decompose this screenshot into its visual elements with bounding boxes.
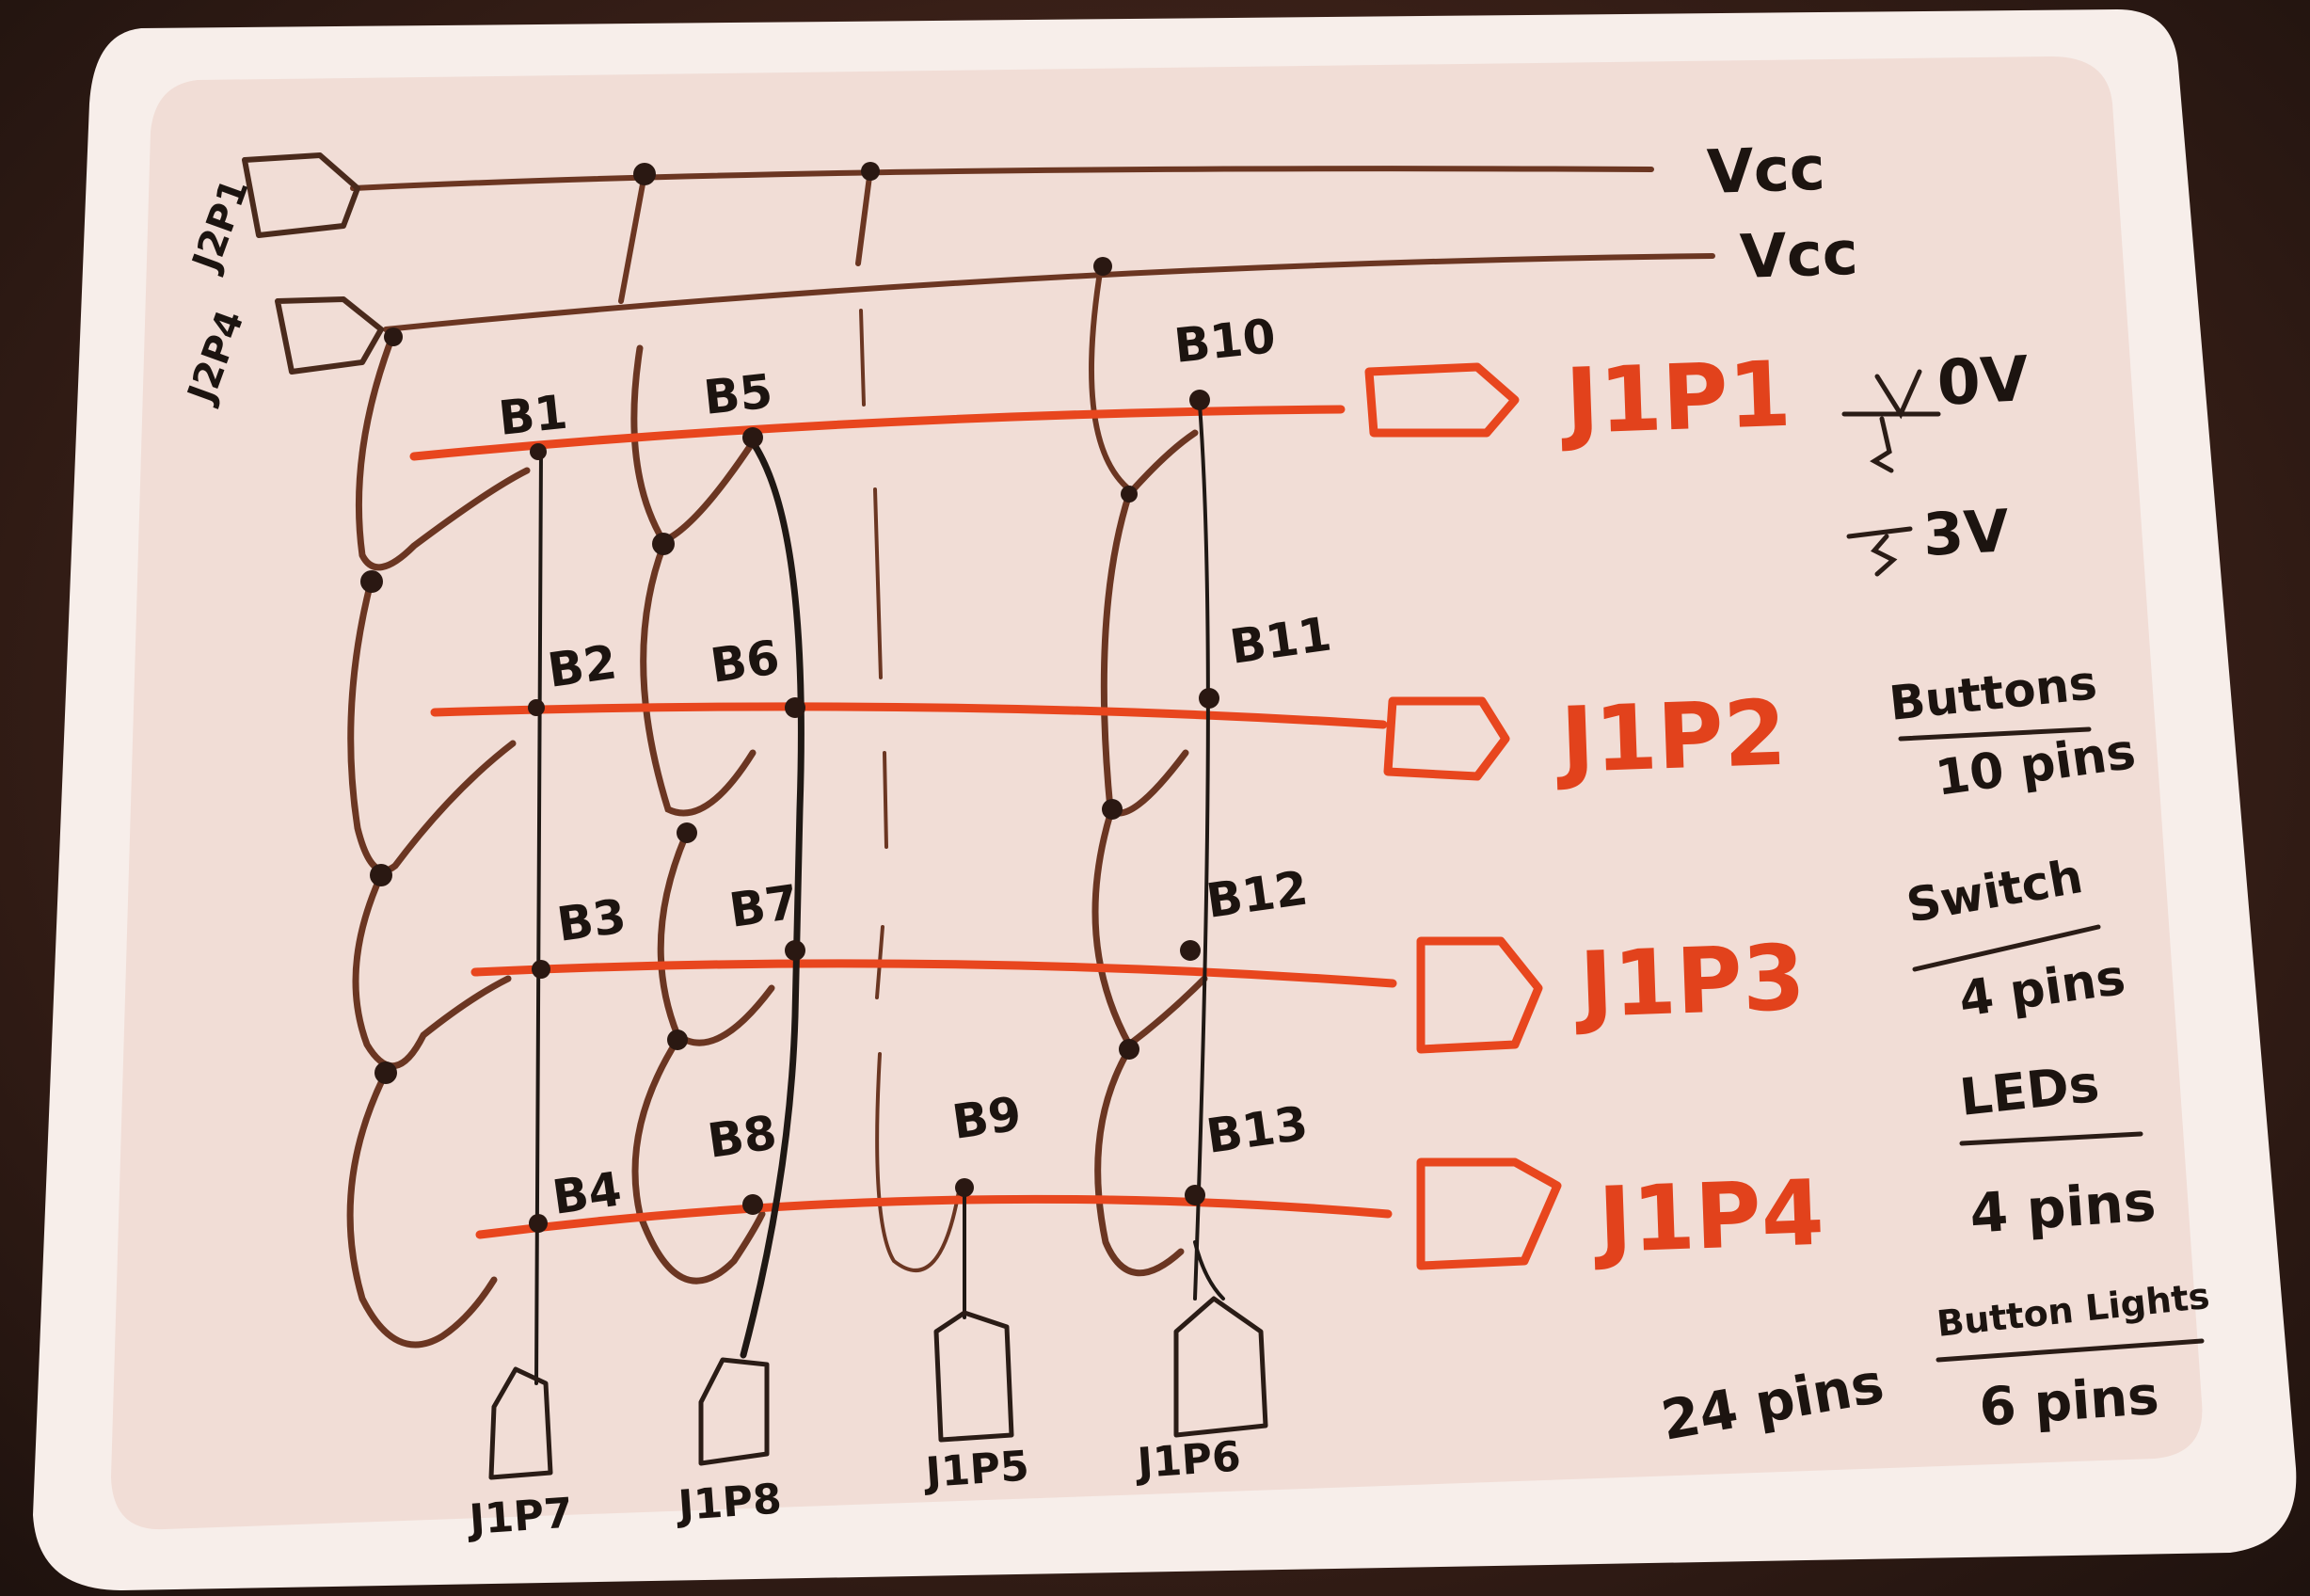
button-label: B4 (550, 1161, 625, 1225)
button-label: B7 (726, 874, 802, 938)
button-labels: B1 B5 B10 B2 B6 B11 B3 B7 B12 B4 B8 B9 B… (496, 309, 1334, 1225)
j1p5-label: J1P5 (921, 1442, 1030, 1497)
j1p6-label: J1P6 (1133, 1432, 1242, 1488)
j1p2-label: J1P2 (1553, 680, 1788, 794)
button-label: B1 (496, 385, 570, 446)
button-label: B6 (708, 630, 783, 694)
j1p1-label: J1P1 (1558, 342, 1792, 455)
button-label: B8 (705, 1105, 780, 1169)
j1-row-connectors (1364, 362, 1562, 1270)
button-label: B10 (1171, 309, 1278, 374)
bottom-connectors (488, 1296, 1268, 1480)
legend-underlines (1898, 726, 2205, 1363)
j1p4-label: J1P4 (1591, 1160, 1825, 1274)
button-label: B9 (949, 1086, 1025, 1150)
button-label: B2 (545, 634, 620, 698)
voltage-symbols (1841, 369, 1941, 577)
column-guides (859, 309, 962, 1272)
button-label: B3 (554, 888, 629, 952)
legend-button-lights-pins: 6 pins (1977, 1365, 2160, 1439)
legend-leds-name: LEDs (1957, 1054, 2102, 1127)
vcc-label-top: Vcc (1706, 135, 1826, 208)
j2-connectors (242, 152, 384, 375)
brown-loop-traces (346, 330, 1208, 1349)
j1p8-label: J1P8 (674, 1475, 783, 1530)
zero-volt-label: 0V (1936, 343, 2031, 420)
three-volt-label: 3V (1921, 496, 2011, 569)
bottom-connector-labels: J1P7 J1P8 J1P5 J1P6 (465, 1432, 1242, 1544)
legend-leds-pins: 4 pins (1967, 1169, 2158, 1246)
junction-dots (360, 162, 1219, 1233)
button-label: B5 (701, 364, 775, 425)
j1p3-label: J1P3 (1572, 925, 1807, 1039)
j1p7-label: J1P7 (465, 1489, 574, 1544)
vcc-label-second: Vcc (1739, 219, 1859, 293)
